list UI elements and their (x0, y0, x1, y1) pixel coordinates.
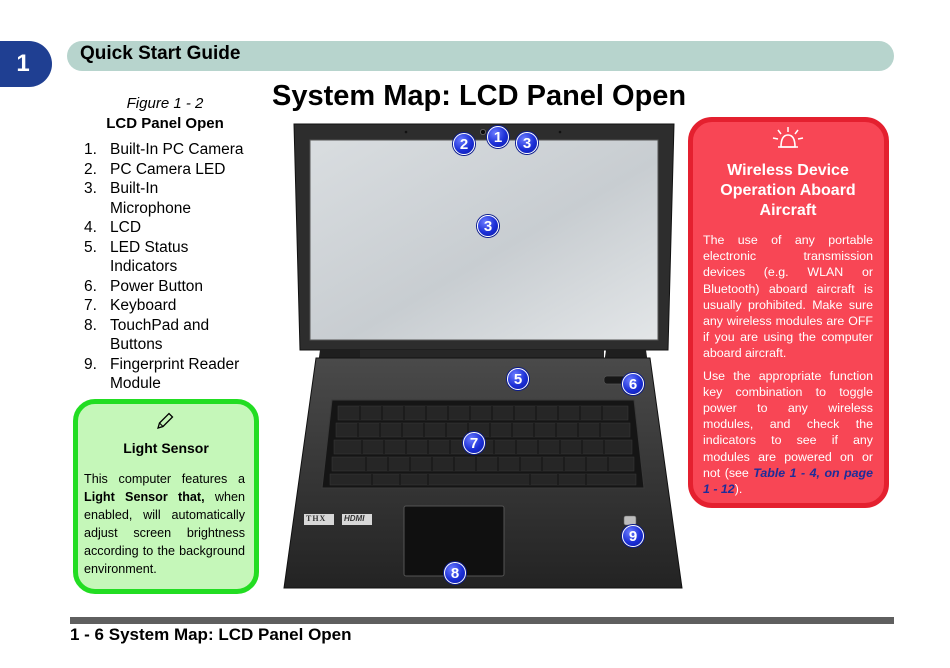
callout-6: 6 (622, 373, 644, 395)
callout-9: 9 (622, 525, 644, 547)
figure-label: Figure 1 - 2 (126, 95, 204, 112)
alarm-bell-icon (772, 127, 804, 148)
note-box (73, 399, 259, 594)
hdmi-logo-text: HDMI (344, 514, 365, 523)
list-item: 1.Built-In PC Camera (84, 141, 244, 158)
warning-text: The use of any portable electronic trans… (703, 232, 873, 497)
fingerprint-reader (623, 515, 637, 526)
section-title: Quick Start Guide (80, 43, 241, 64)
hdmi-logo (342, 514, 372, 525)
footer-text: 1 - 6 System Map: LCD Panel Open (70, 625, 352, 644)
list-item: 9.Fingerprint Reader Module (84, 355, 240, 393)
list-item: 4.LCD (84, 219, 142, 236)
callout-1: 1 (487, 126, 509, 148)
lcd-screen (309, 139, 659, 341)
warning-paragraph-2: Use the appropriate function key combina… (703, 368, 873, 497)
list-item: 6.Power Button (84, 277, 204, 295)
list-item: 2.PC Camera LED (84, 160, 226, 178)
callout-3: 3 (516, 132, 538, 154)
thx-logo (304, 514, 334, 525)
warning-paragraph-1: The use of any portable electronic trans… (703, 233, 873, 361)
table-reference-link[interactable]: Table 1 - 4, on page 1 - 12 (703, 465, 873, 497)
thx-logo-text: THX (306, 514, 327, 523)
legend-list: 1.Built-In PC Camera 2.PC Camera LED 3.B… (84, 140, 274, 394)
pencil-icon (157, 412, 174, 429)
header-bar (67, 41, 894, 71)
list-item: 8.TouchPad and Buttons (84, 316, 210, 354)
callout-5: 5 (507, 368, 529, 390)
callout-7: 7 (463, 432, 485, 454)
note-text: This computer features a Light Sensor th… (84, 472, 245, 576)
list-item: 7.Keyboard (84, 297, 177, 314)
page-title: System Map: LCD Panel Open (272, 80, 687, 112)
footer-bar (70, 617, 894, 624)
callout-8: 8 (444, 562, 466, 584)
camera-lens (480, 129, 486, 135)
note-title: Light Sensor (123, 440, 209, 456)
list-item: 3.Built-In Microphone (84, 180, 191, 217)
warning-title: Wireless Device Operation Aboard Aircraf… (720, 162, 856, 219)
chapter-tab: 1 (0, 41, 52, 87)
callout-3-lcd: 3 (477, 215, 499, 237)
figure-title: LCD Panel Open (106, 115, 224, 132)
warning-box (688, 117, 889, 508)
chapter-number: 1 (16, 50, 30, 77)
laptop-illustration (283, 123, 683, 589)
list-item: 5.LED Status Indicators (84, 238, 189, 276)
callout-2: 2 (453, 133, 475, 155)
